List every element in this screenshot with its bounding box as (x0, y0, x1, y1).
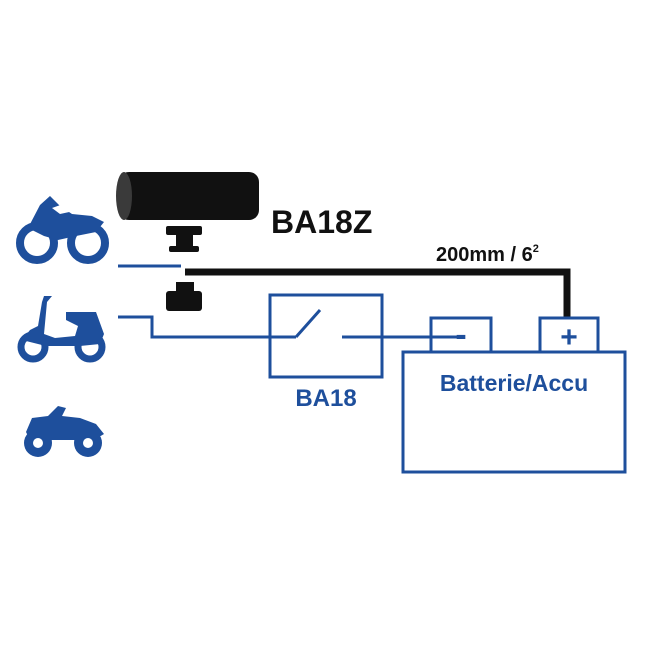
negative-terminal-symbol: - (455, 316, 466, 354)
scooter-icon (17, 296, 106, 363)
switch-blade-icon (294, 309, 322, 338)
battery: - + Batterie/Accu (401, 316, 627, 474)
switch-post-upper (166, 226, 202, 252)
battery-label: Batterie/Accu (440, 370, 588, 396)
motorcycle-icon (16, 196, 109, 264)
switch-post-lower (166, 282, 202, 311)
ba18-switch-box (268, 293, 458, 379)
positive-terminal-symbol: + (560, 321, 578, 354)
quad-atv-icon (24, 406, 104, 457)
cable-label: 200mm / 62 (436, 243, 539, 266)
switch-top-label: BA18Z (271, 204, 372, 240)
ba18z-switch (116, 172, 259, 311)
switch-knob-icon (116, 172, 259, 220)
positive-cable (185, 268, 571, 318)
switch-box-label: BA18 (295, 385, 356, 412)
positive-terminal: + (538, 316, 600, 354)
vehicle-wire-lower (118, 315, 296, 339)
negative-terminal: - (429, 316, 493, 354)
